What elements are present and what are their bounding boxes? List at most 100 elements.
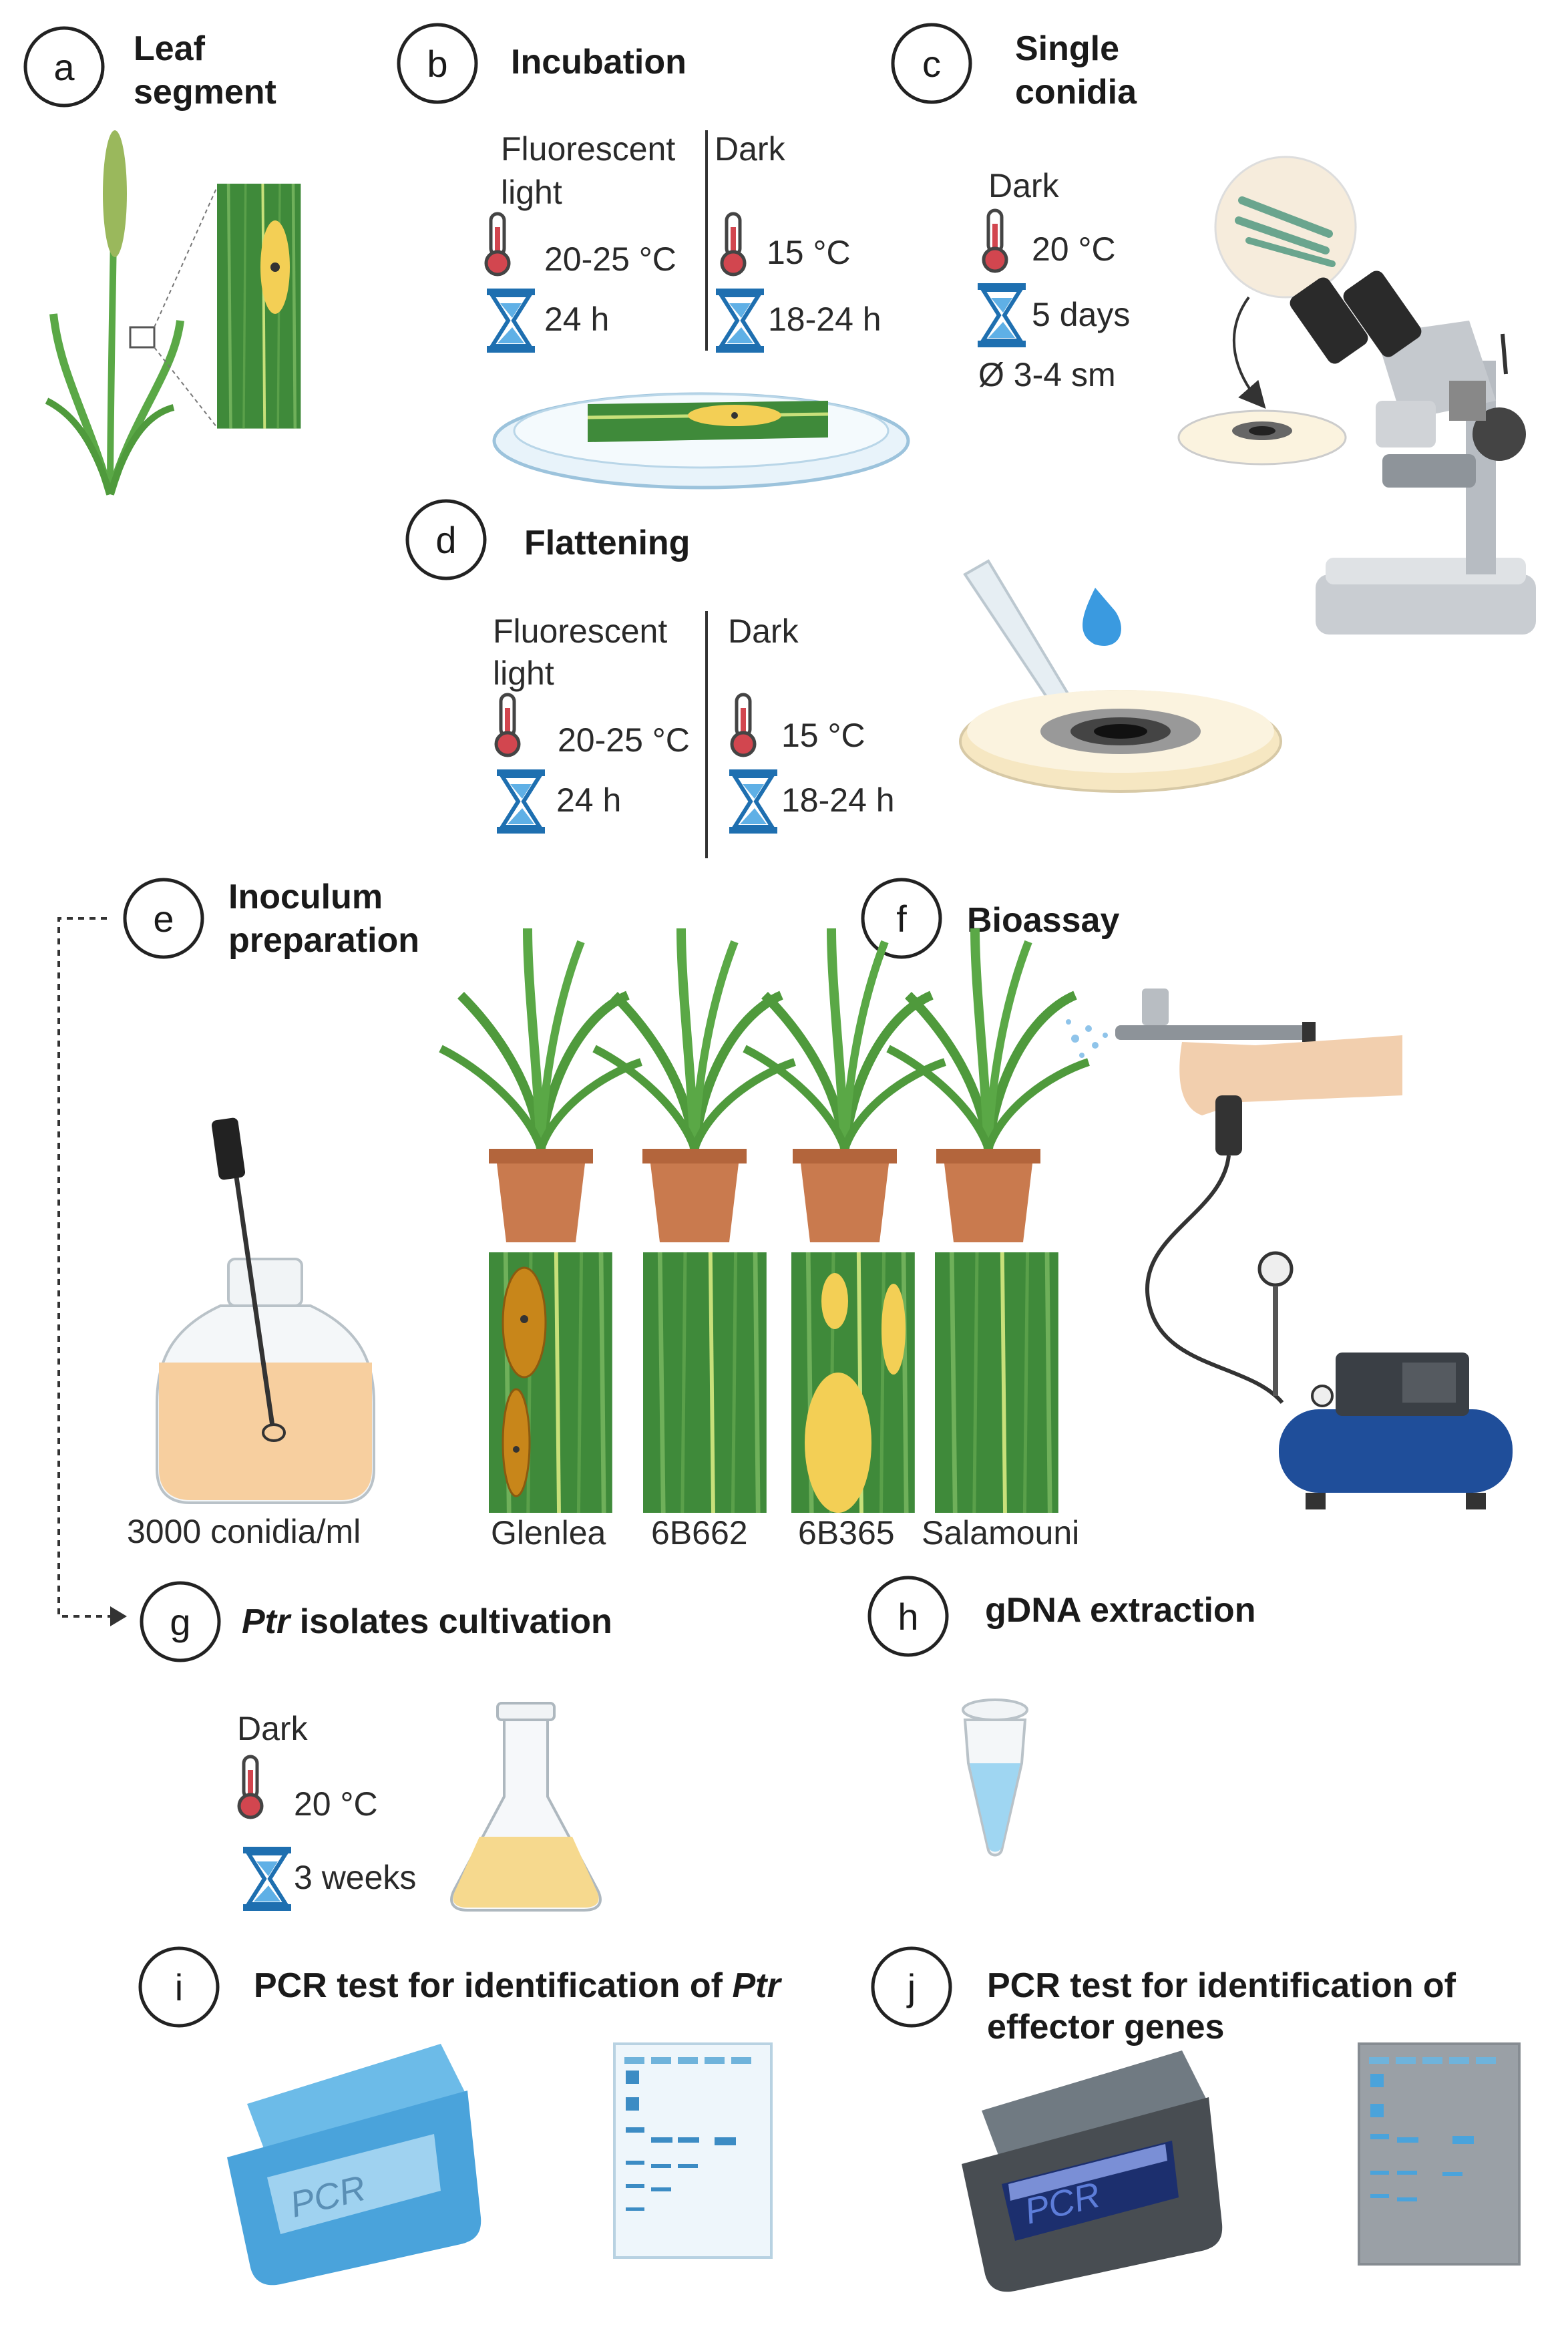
step-h-title: gDNA extraction xyxy=(985,1591,1255,1630)
step-c-badge xyxy=(891,23,972,104)
step-a-letter: a xyxy=(53,46,75,88)
thermometer-icon xyxy=(486,214,509,275)
step-c-title-line1: Single xyxy=(1015,29,1119,68)
step-c-diameter: Ø 3-4 sm xyxy=(978,356,1116,393)
conidia-magnified-icon xyxy=(1214,156,1357,299)
potted-plant-icon xyxy=(888,928,1089,1242)
thermometer-icon xyxy=(496,695,519,755)
potted-plant-icon xyxy=(594,928,795,1242)
step-b-left-time: 24 h xyxy=(544,301,609,338)
step-e-letter: e xyxy=(153,898,174,940)
microtube-icon xyxy=(962,1698,1028,1857)
cultivar-label: 6B662 xyxy=(651,1514,748,1552)
step-d: d Flattening Fluorescent light 20-25 °C … xyxy=(405,499,1282,858)
pcr-machine-icon: PCR xyxy=(227,2044,481,2286)
step-e-title-line1: Inoculum xyxy=(228,878,383,916)
cultivar-label: Glenlea xyxy=(491,1514,606,1552)
pipette-icon xyxy=(963,559,1121,707)
step-e-badge xyxy=(123,878,204,959)
cultivar-label: 6B365 xyxy=(798,1514,895,1552)
step-g-temp: 20 °C xyxy=(294,1785,378,1823)
dashed-flow-arrow xyxy=(57,917,110,1618)
step-d-left-temp: 20-25 °C xyxy=(558,721,690,759)
droplet-icon xyxy=(1083,588,1121,646)
hand-icon xyxy=(1179,1035,1402,1115)
step-i-title-italic: Ptr xyxy=(732,1966,782,2005)
step-b-left-head1: Fluorescent xyxy=(501,130,675,168)
hourglass-icon xyxy=(716,289,764,353)
step-i: i PCR test for identification of Ptr PCR xyxy=(138,1946,782,2286)
step-h-letter: h xyxy=(898,1596,918,1638)
hourglass-icon xyxy=(978,283,1026,347)
culture-plate-icon xyxy=(959,690,1282,793)
step-d-left-head2: light xyxy=(493,655,554,692)
thermometer-icon xyxy=(722,214,745,275)
step-b-badge xyxy=(397,23,478,104)
step-f-title: Bioassay xyxy=(967,901,1119,940)
step-d-right-head: Dark xyxy=(728,612,799,650)
step-b-title: Incubation xyxy=(511,43,687,81)
step-g: g Ptr isolates cultivation Dark 20 °C 3 … xyxy=(140,1581,612,1911)
step-c: c Single conidia Dark 20 °C 5 days Ø 3-4… xyxy=(891,23,1536,635)
step-h-badge xyxy=(867,1576,949,1657)
step-g-title-italic: Ptr xyxy=(242,1602,292,1641)
step-f-letter: f xyxy=(896,898,907,940)
step-b-letter: b xyxy=(427,43,447,85)
potted-plant-icon xyxy=(745,928,945,1242)
step-b-left-temp: 20-25 °C xyxy=(544,240,676,278)
step-f-badge xyxy=(861,878,942,959)
step-g-title-rest: isolates cultivation xyxy=(290,1602,612,1641)
step-j-title-line1: PCR test for identification of xyxy=(987,1966,1456,2005)
wheat-plant-icon xyxy=(45,130,184,496)
step-e-concentration: 3000 conidia/ml xyxy=(127,1513,361,1550)
step-g-title: Ptr isolates cultivation xyxy=(242,1602,612,1641)
step-a-title-line1: Leaf xyxy=(134,29,206,68)
step-i-title-pre: PCR test for identification of xyxy=(254,1966,732,2005)
potted-plant-icon xyxy=(441,928,641,1242)
step-a-title-line2: segment xyxy=(134,73,276,112)
thermometer-icon xyxy=(239,1757,262,1817)
step-b-left-head2: light xyxy=(501,174,562,211)
step-f: f Bioassay Glenlea 6B662 6B365 Salamouni xyxy=(441,878,1513,1552)
hourglass-icon xyxy=(243,1847,291,1911)
step-b: b Incubation Fluorescent light 20-25 °C … xyxy=(397,23,910,490)
leaf-salamouni-icon xyxy=(935,1252,1058,1513)
step-j: j PCR test for identification of effecto… xyxy=(871,1946,1521,2292)
step-d-left-time: 24 h xyxy=(556,781,621,819)
step-d-title: Flattening xyxy=(524,524,690,562)
step-d-left-head1: Fluorescent xyxy=(493,612,667,650)
hourglass-icon xyxy=(497,769,545,834)
step-i-letter: i xyxy=(175,1966,183,2008)
step-i-badge xyxy=(138,1946,220,2028)
step-b-right-time: 18-24 h xyxy=(768,301,881,338)
gel-electrophoresis-icon xyxy=(1358,2042,1521,2266)
step-j-badge xyxy=(871,1946,952,2028)
step-j-letter: j xyxy=(906,1966,916,2008)
step-h: h gDNA extraction xyxy=(867,1576,1255,1857)
step-g-letter: g xyxy=(170,1601,190,1643)
step-a: a Leaf segment xyxy=(23,26,301,496)
step-g-time: 3 weeks xyxy=(294,1859,416,1896)
hourglass-icon xyxy=(487,289,535,353)
step-d-right-time: 18-24 h xyxy=(781,781,895,819)
step-d-letter: d xyxy=(435,519,456,561)
thermometer-icon xyxy=(732,695,755,755)
inoculum-bottle-icon xyxy=(156,1117,375,1504)
thermometer-icon xyxy=(984,210,1006,271)
step-g-badge xyxy=(140,1581,221,1662)
pcr-machine-icon: PCR xyxy=(962,2050,1223,2292)
step-c-letter: c xyxy=(922,43,941,85)
step-c-temp: 20 °C xyxy=(1032,230,1116,268)
step-a-badge xyxy=(23,26,105,108)
step-c-time: 5 days xyxy=(1032,296,1130,333)
step-c-title-line2: conidia xyxy=(1015,73,1137,112)
step-e-title-line2: preparation xyxy=(228,921,419,960)
petri-dish-icon xyxy=(492,392,910,490)
step-b-right-head: Dark xyxy=(715,130,786,168)
step-e: e Inoculum preparation 3000 conidia/ml xyxy=(57,878,419,1626)
step-d-badge xyxy=(405,499,487,580)
microscope-icon xyxy=(1290,271,1536,635)
step-c-head: Dark xyxy=(988,167,1060,204)
air-compressor-icon xyxy=(1257,1251,1513,1509)
